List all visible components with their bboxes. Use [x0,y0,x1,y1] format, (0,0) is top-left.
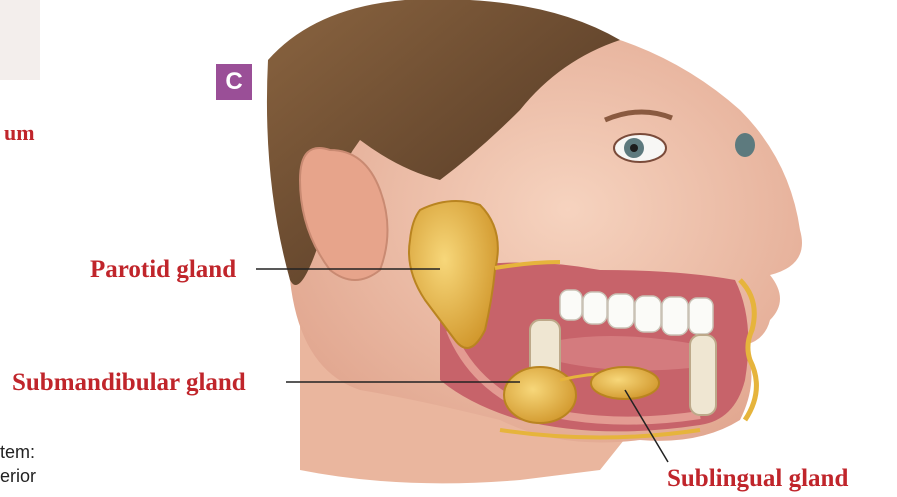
panel-letter-badge: C [216,64,252,100]
parotid-gland-label: Parotid gland [90,257,236,282]
partial-image-fragment [0,0,40,80]
submandibular-gland-label: Submandibular gland [12,370,246,395]
sublingual-gland [591,367,659,399]
sublingual-gland-label: Sublingual gland [667,466,848,491]
caption-line-2: erior [0,464,36,488]
cut-off-caption: tem: erior [0,440,36,488]
caption-line-1: tem: [0,440,36,464]
cut-off-label-fragment: um [4,120,35,146]
submandibular-gland [504,367,576,423]
